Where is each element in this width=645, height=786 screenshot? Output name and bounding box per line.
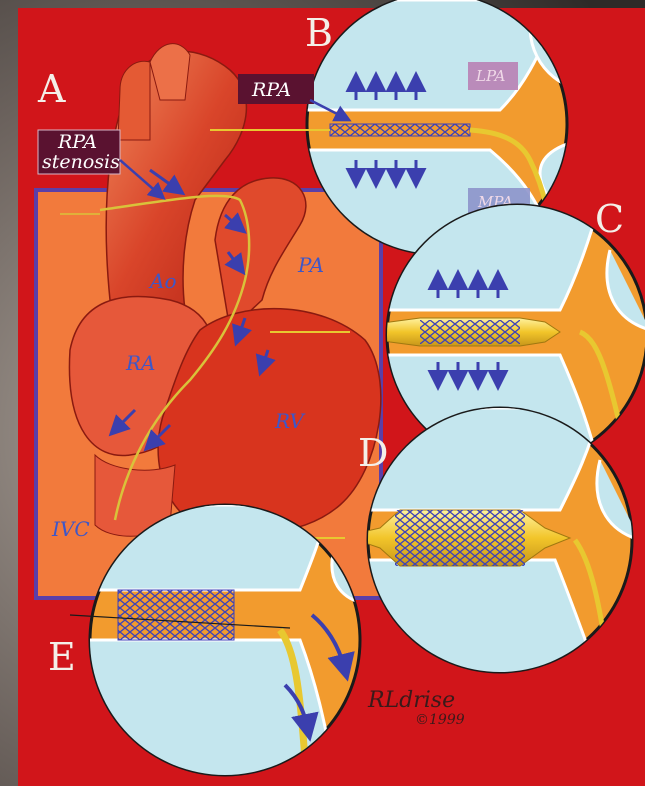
panel-letter-a: A bbox=[37, 67, 66, 111]
panel-letter-e: E bbox=[48, 635, 76, 679]
label-lpa: LPA bbox=[475, 67, 506, 85]
panel-letter-c: C bbox=[595, 197, 624, 241]
label-rpa: RPA bbox=[251, 79, 291, 101]
label-rv: RV bbox=[274, 409, 306, 433]
label-ra: RA bbox=[125, 351, 156, 375]
panel-letter-b: B bbox=[305, 11, 333, 55]
rpa-stenosis-line1: RPA bbox=[57, 131, 97, 153]
panel-letter-d: D bbox=[358, 431, 388, 475]
label-pa: PA bbox=[297, 253, 324, 277]
label-ao: Ao bbox=[148, 269, 176, 293]
signature-year: ©1999 bbox=[415, 712, 465, 728]
rpa-stenosis-line2: stenosis bbox=[42, 151, 120, 173]
artist-signature: RLdrise bbox=[367, 688, 455, 713]
label-ivc: IVC bbox=[51, 517, 90, 541]
